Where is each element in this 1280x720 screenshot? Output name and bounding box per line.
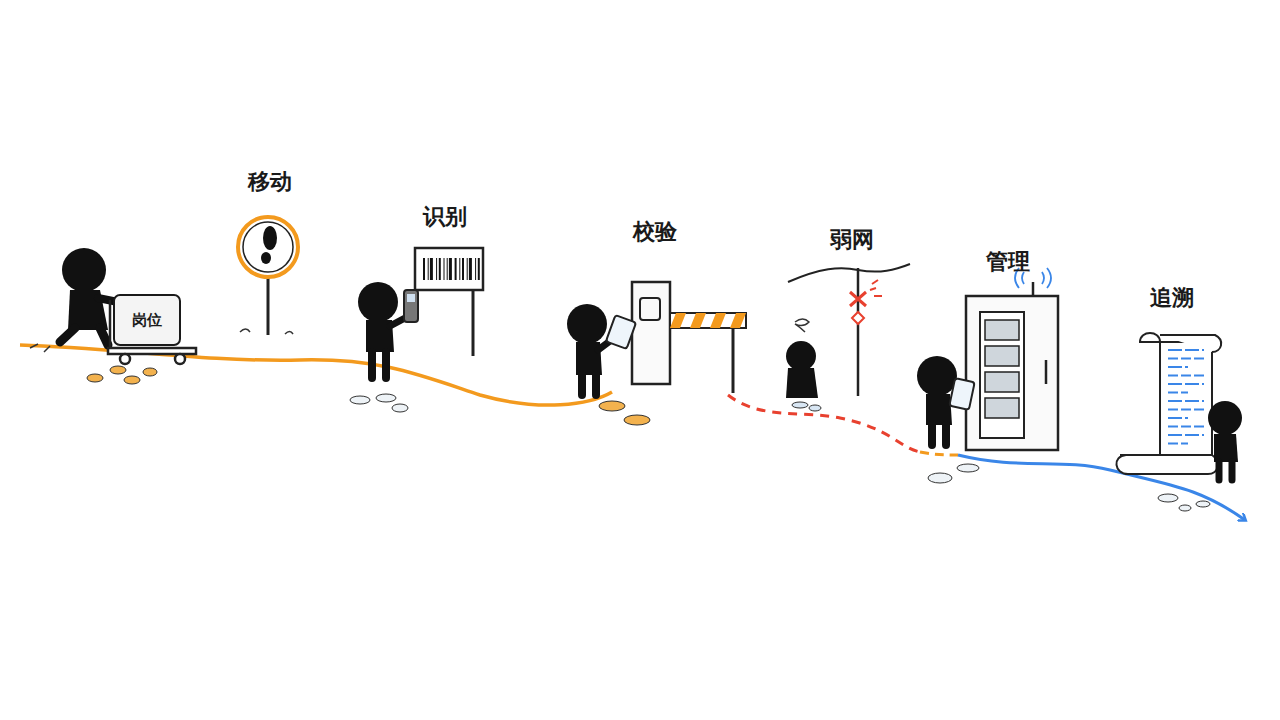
worker-figure [30, 248, 118, 352]
worker-figure [567, 304, 636, 395]
stage-label: 追溯 [1150, 286, 1194, 310]
crouching-figure [786, 319, 818, 398]
stage-label: 校验 [633, 220, 677, 244]
worker-figure [917, 356, 975, 445]
stage-label: 移动 [248, 170, 292, 194]
footprints [350, 394, 1210, 511]
record-scroll [1116, 333, 1221, 474]
stage-label: 识别 [423, 205, 467, 229]
stage-label: 管理 [986, 250, 1030, 274]
scanner-sign [415, 248, 483, 356]
worker-figure [1208, 401, 1242, 480]
stage-label: 弱网 [830, 228, 874, 252]
footprint-sign [238, 217, 298, 335]
cargo-box: 岗位 [113, 294, 181, 346]
journey-path [920, 452, 958, 455]
journey-path [958, 455, 1245, 520]
barrier-gate [632, 282, 746, 393]
server-cabinet [966, 268, 1058, 450]
worker-figure [358, 282, 418, 378]
box-text: 岗位 [132, 311, 162, 330]
weak-path [728, 395, 920, 452]
journey-path [20, 345, 612, 405]
